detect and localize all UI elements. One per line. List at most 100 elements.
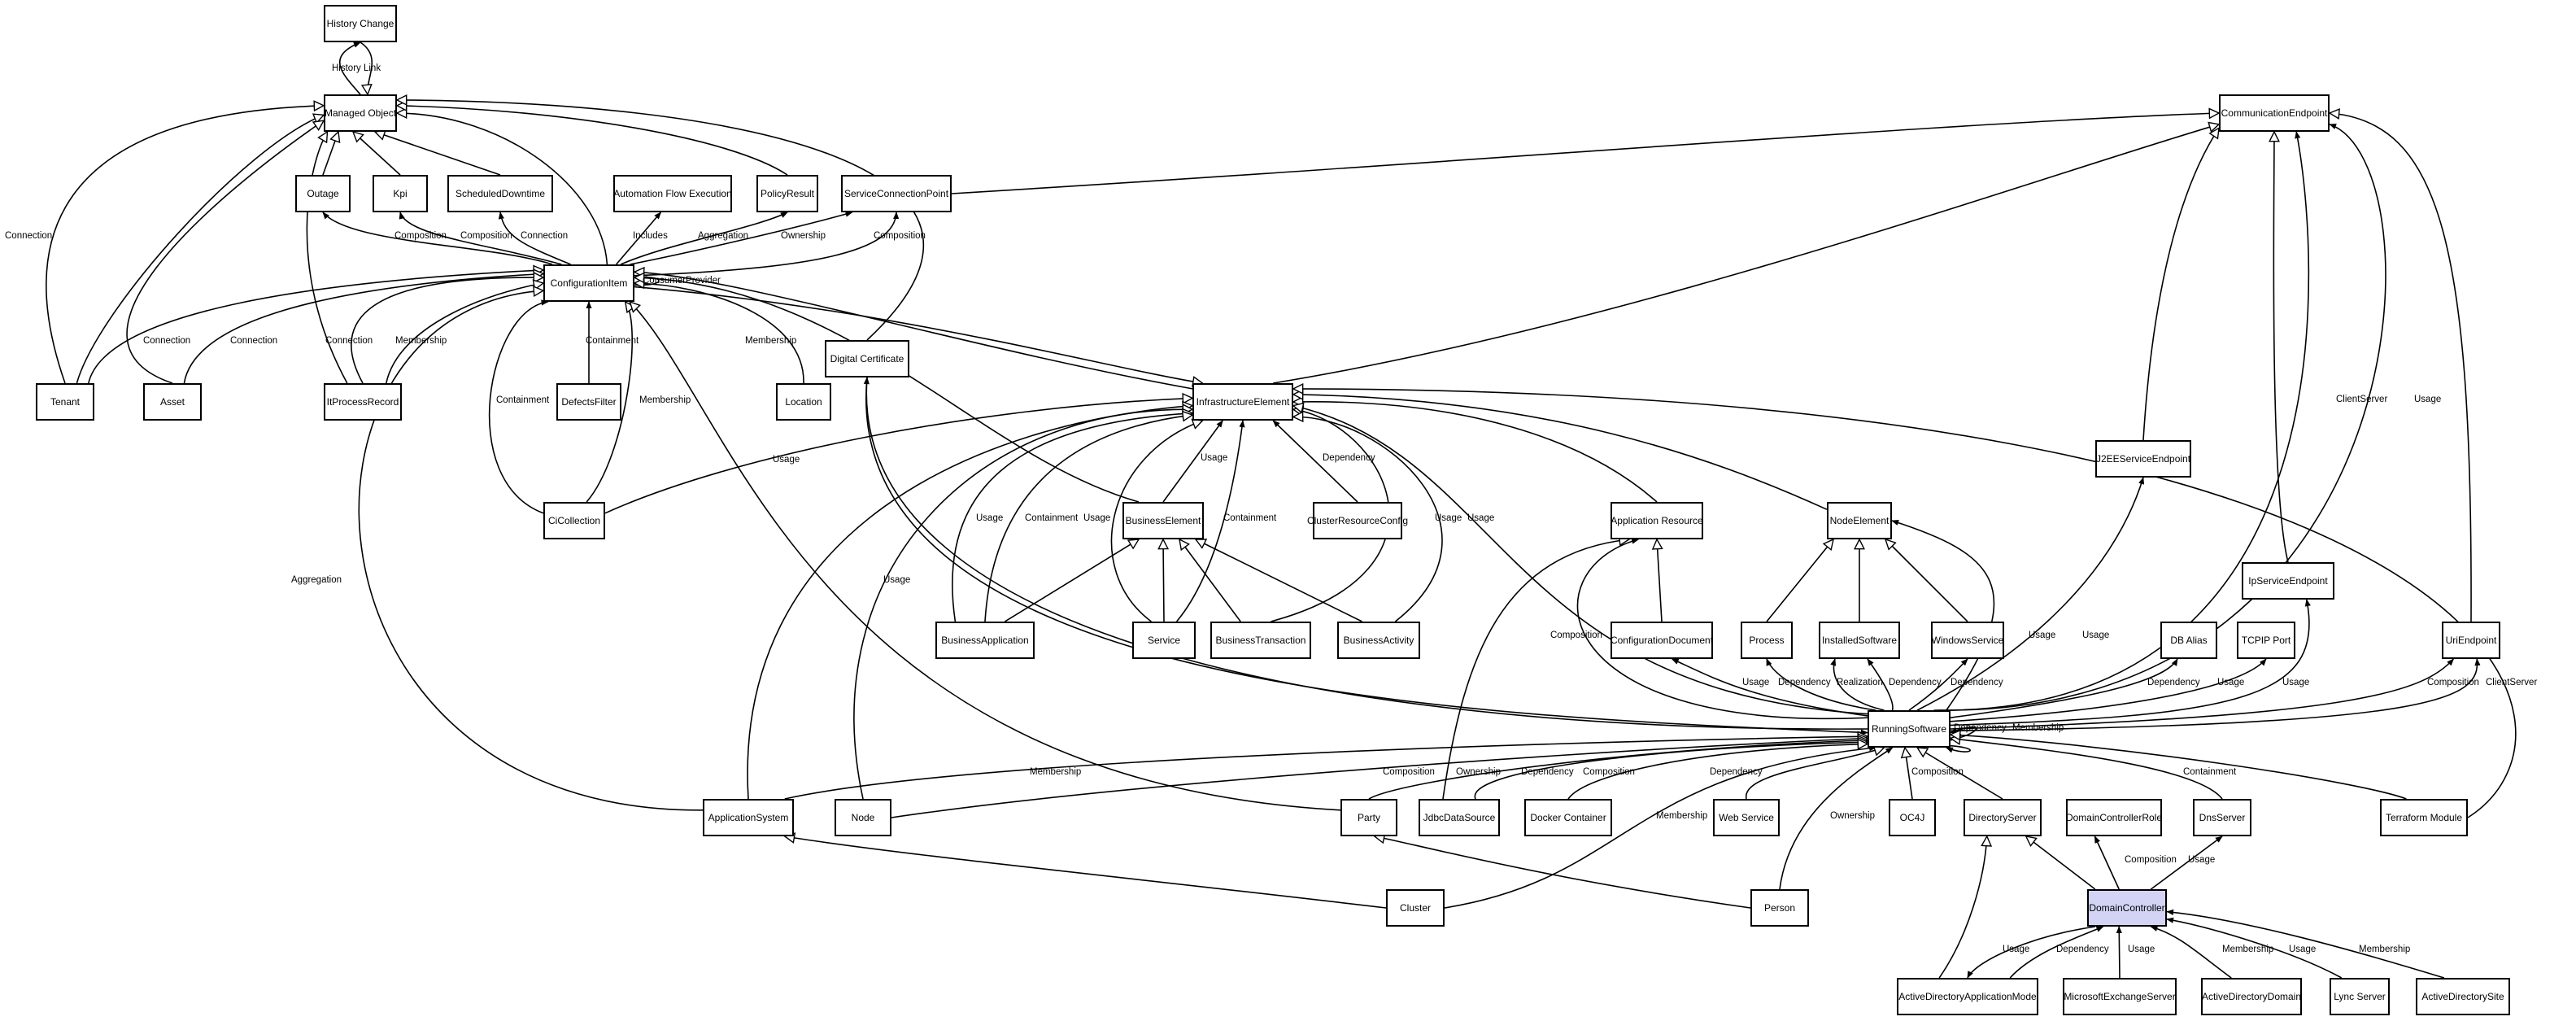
- node-active-directory-site[interactable]: ActiveDirectorySite: [2416, 978, 2510, 1015]
- node-service[interactable]: Service: [1132, 622, 1196, 659]
- node-web-service[interactable]: Web Service: [1713, 799, 1780, 836]
- node-microsoft-exchange-server[interactable]: MicrosoftExchangeServer: [2063, 978, 2177, 1015]
- edge-label-composition-scp: Composition: [874, 231, 926, 241]
- node-kpi[interactable]: Kpi: [373, 175, 428, 212]
- node-business-activity[interactable]: BusinessActivity: [1337, 622, 1420, 659]
- node-policy-result[interactable]: PolicyResult: [756, 175, 818, 212]
- node-cluster-resource-config[interactable]: ClusterResourceConfig: [1307, 502, 1408, 539]
- node-tenant[interactable]: Tenant: [36, 383, 94, 421]
- node-it-process-record[interactable]: ItProcessRecord: [324, 383, 402, 421]
- edge-78: [1950, 658, 2481, 732]
- node-lync-server[interactable]: Lync Server: [2330, 978, 2390, 1015]
- edge-label-composition-kpi: Composition: [460, 231, 512, 241]
- node-infrastructure-element[interactable]: InfrastructureElement: [1192, 383, 1293, 421]
- node-active-directory-application-mode[interactable]: ActiveDirectoryApplicationMode: [1897, 978, 2038, 1015]
- node-person[interactable]: Person: [1750, 889, 1809, 927]
- node-dns-server[interactable]: DnsServer: [2193, 799, 2251, 836]
- node-application-resource[interactable]: Application Resource: [1611, 502, 1703, 539]
- edge-65: [2330, 113, 2472, 622]
- edge-77: [1950, 658, 2455, 730]
- edge-label-ownership-person: Ownership: [1830, 811, 1875, 821]
- node-service-connection-point[interactable]: ServiceConnectionPoint: [841, 175, 952, 212]
- node-j2ee-service-endpoint[interactable]: J2EEServiceEndpoint: [2095, 440, 2191, 478]
- node-process[interactable]: Process: [1741, 622, 1793, 659]
- node-ci-collection[interactable]: CiCollection: [543, 502, 605, 539]
- node-domain-controller[interactable]: DomainController: [2087, 889, 2167, 927]
- edge-label-composition-cfgdoc: Composition: [1550, 630, 1602, 640]
- node-defects-filter[interactable]: DefectsFilter: [556, 383, 621, 421]
- node-running-software[interactable]: RunningSoftware: [1868, 710, 1951, 748]
- edge-29: [604, 398, 1192, 514]
- node-digital-certificate[interactable]: Digital Certificate: [825, 340, 909, 377]
- node-managed-object[interactable]: Managed Object: [324, 94, 397, 132]
- edge-18: [630, 211, 853, 265]
- edge-36: [747, 406, 1192, 800]
- node-configuration-document[interactable]: ConfigurationDocument: [1611, 622, 1713, 659]
- node-cluster[interactable]: Cluster: [1386, 889, 1445, 927]
- edge-32: [630, 302, 1341, 811]
- node-business-transaction[interactable]: BusinessTransaction: [1210, 622, 1311, 659]
- edge-55: [1196, 539, 1362, 622]
- edge-label-usage-cfgdoc: Usage: [1742, 678, 1769, 687]
- edge-22: [183, 274, 543, 384]
- edge-label-usage-cicoll: Usage: [773, 455, 800, 465]
- node-scheduled-downtime[interactable]: ScheduledDowntime: [447, 175, 553, 212]
- edge-50: [1273, 124, 2219, 384]
- edge-47: [1293, 395, 1828, 510]
- edge-label-dependency-process: Dependency: [1778, 678, 1831, 687]
- node-directory-server[interactable]: DirectoryServer: [1964, 799, 2042, 836]
- edge-label-usage-adam: Usage: [2003, 945, 2029, 954]
- edge-label-realization: Realization: [1837, 678, 1883, 687]
- edge-label-connection-asset-ci: Connection: [230, 336, 277, 346]
- edge-label-composition-uri: Composition: [2427, 678, 2479, 687]
- edge-43: [1272, 420, 1358, 503]
- node-history-change[interactable]: History Change: [324, 5, 397, 42]
- node-location[interactable]: Location: [776, 383, 831, 421]
- node-business-application[interactable]: BusinessApplication: [935, 622, 1035, 659]
- edge-label-usage-service: Usage: [1083, 513, 1110, 523]
- node-installed-software[interactable]: InstalledSoftware: [1819, 622, 1900, 659]
- node-db-alias[interactable]: DB Alias: [2160, 622, 2217, 659]
- edge-42: [1175, 420, 1245, 622]
- node-node-element[interactable]: NodeElement: [1827, 502, 1892, 539]
- edge-37: [853, 409, 1192, 800]
- node-application-system[interactable]: ApplicationSystem: [703, 799, 794, 836]
- node-oc4j[interactable]: OC4J: [1889, 799, 1936, 836]
- node-party[interactable]: Party: [1340, 799, 1397, 836]
- node-business-element[interactable]: BusinessElement: [1122, 502, 1204, 539]
- edge-label-dependency-dbalias: Dependency: [2147, 678, 2200, 687]
- edge-58: [1576, 538, 1868, 720]
- edge-label-dependency-installed: Dependency: [1889, 678, 1942, 687]
- edge-34: [865, 377, 1868, 735]
- edge-label-connection-tenant-ci: Connection: [143, 336, 190, 346]
- edge-label-usage-bizapp: Usage: [976, 513, 1003, 523]
- node-tcpip-port[interactable]: TCPIP Port: [2237, 622, 2295, 659]
- edge-label-usage-lync: Usage: [2289, 945, 2316, 954]
- edge-84: [1474, 742, 1868, 800]
- edge-label-aggregation-policy: Aggregation: [698, 231, 748, 241]
- node-terraform-module[interactable]: Terraform Module: [2380, 799, 2468, 836]
- node-windows-service[interactable]: WindowsService: [1931, 622, 2004, 659]
- node-ip-service-endpoint[interactable]: IpServiceEndpoint: [2242, 562, 2334, 600]
- node-domain-controller-role[interactable]: DomainControllerRole: [2066, 799, 2162, 836]
- node-communication-endpoint[interactable]: CommunicationEndpoint: [2219, 94, 2330, 132]
- node-configuration-item[interactable]: ConfigurationItem: [543, 264, 634, 302]
- node-asset[interactable]: Asset: [143, 383, 202, 421]
- edge-31: [634, 272, 1193, 390]
- node-outage[interactable]: Outage: [295, 175, 351, 212]
- edge-label-connection-itpr: Connection: [325, 336, 373, 346]
- edge-40: [1110, 421, 1203, 622]
- node-node[interactable]: Node: [835, 799, 891, 836]
- edge-91: [1951, 739, 2223, 800]
- edge-label-composition-node: Composition: [1383, 767, 1435, 777]
- node-docker-container[interactable]: Docker Container: [1524, 799, 1612, 836]
- edge-45: [1293, 417, 1443, 622]
- edge-label-membership-rs-self: Membership: [2012, 723, 2064, 733]
- edge-95: [2026, 836, 2096, 890]
- node-uri-endpoint[interactable]: UriEndpoint: [2442, 622, 2500, 659]
- edge-11: [397, 100, 925, 341]
- node-automation-flow-execution[interactable]: Automation Flow Execution: [613, 175, 732, 212]
- node-active-directory-domain[interactable]: ActiveDirectoryDomain: [2201, 978, 2302, 1015]
- edge-label-membership-cicoll: Membership: [639, 395, 691, 405]
- node-jdbc-data-source[interactable]: JdbcDataSource: [1419, 799, 1500, 836]
